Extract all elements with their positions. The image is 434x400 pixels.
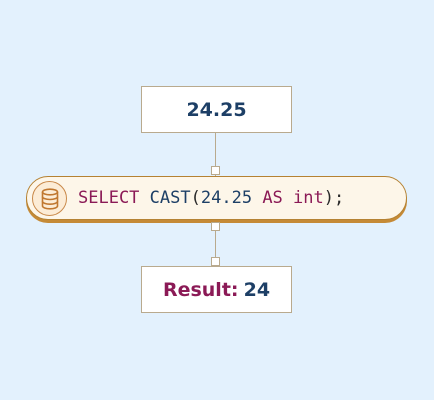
sql-query-node: SELECT CAST(24.25 AS int); [26,176,407,220]
keyword-as: AS [262,188,283,208]
connector-top [215,133,216,176]
input-value-text: 24.25 [186,98,247,121]
port-result [211,257,220,266]
connector-bottom [215,231,216,266]
sql-query-text: SELECT CAST(24.25 AS int); [78,188,344,208]
result-label: Result: [162,278,239,301]
type-int: int [293,188,324,208]
query-number: 24.25 [200,188,253,208]
open-paren: ( [190,188,201,208]
database-icon [32,181,67,216]
close-paren-semicolon: ); [323,188,345,208]
keyword-select: SELECT [78,188,140,208]
function-cast: CAST [149,188,191,208]
result-box: Result: 24 [141,266,292,313]
port-bottom [211,222,220,231]
result-value: 24 [243,278,271,301]
port-top [211,166,220,175]
input-value-box: 24.25 [141,86,292,133]
